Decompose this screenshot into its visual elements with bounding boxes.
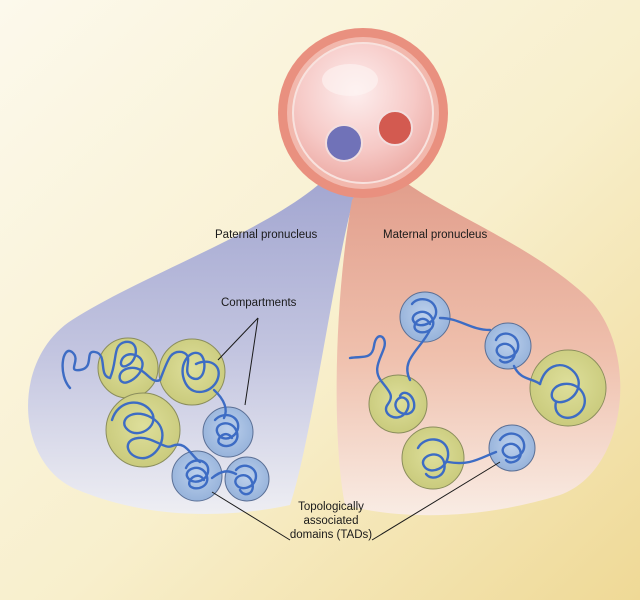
maternal-chromatin bbox=[348, 298, 587, 479]
compartments-pointer-1 bbox=[217, 317, 259, 361]
paternal-pronucleus-label: Paternal pronucleus bbox=[215, 229, 318, 241]
maternal-pronucleus-dot bbox=[377, 110, 413, 146]
compartments-pointer-2 bbox=[244, 317, 259, 406]
maternal-pronucleus-label: Maternal pronucleus bbox=[383, 229, 488, 241]
annotation-lines bbox=[211, 317, 501, 541]
compartments-label: Compartments bbox=[221, 297, 297, 309]
tad-circle bbox=[488, 424, 536, 472]
compartment-circle bbox=[368, 374, 428, 434]
tads-pointer-right bbox=[371, 461, 501, 541]
tads-label-line-1: Topologically bbox=[298, 501, 364, 513]
tads-label-line-3: domains (TADs) bbox=[289, 529, 373, 541]
compartment-circle bbox=[401, 426, 465, 490]
tads-label-line-2: associated bbox=[303, 515, 359, 527]
tad-circle bbox=[484, 322, 532, 370]
paternal-pronucleus-dot bbox=[325, 124, 363, 162]
maternal-compartments bbox=[368, 349, 607, 490]
compartment-circle bbox=[105, 392, 181, 468]
tads-label: Topologically associated domains (TADs) bbox=[276, 500, 386, 542]
tads-pointer-left bbox=[211, 491, 291, 541]
tad-circle bbox=[224, 456, 270, 502]
compartment-circle bbox=[529, 349, 607, 427]
compartment-circle bbox=[158, 338, 226, 406]
zygote-cell bbox=[278, 28, 448, 198]
paternal-chromatin bbox=[61, 340, 258, 496]
